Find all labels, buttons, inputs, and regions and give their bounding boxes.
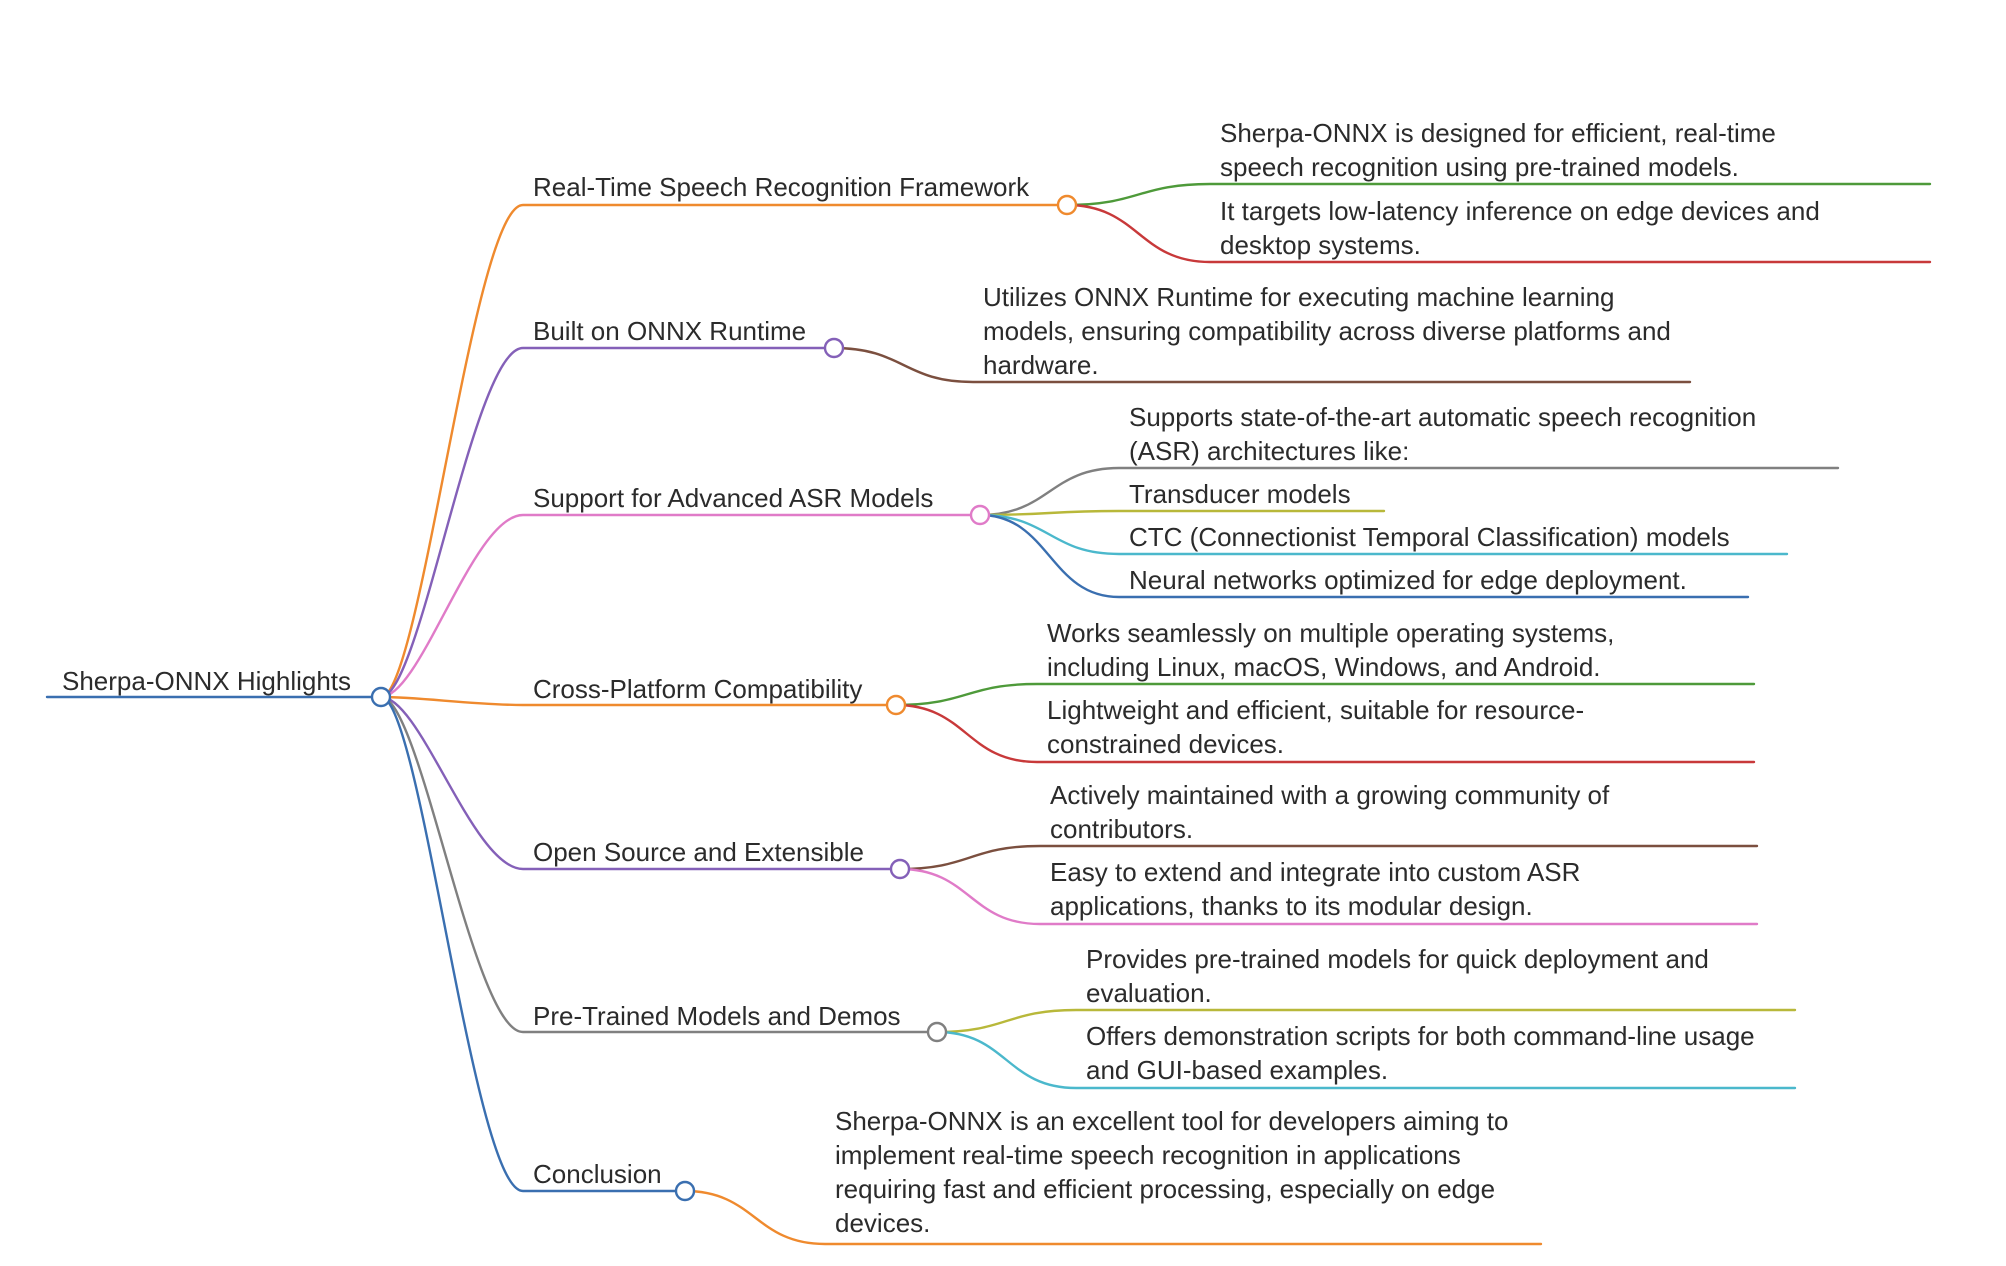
branch-connector [379, 203, 1069, 699]
leaf-lightweight: Lightweight and efficient, suitable for … [1047, 695, 1585, 759]
leaf-neural-networks: Neural networks optimized for edge deplo… [1129, 565, 1687, 595]
leaf-connector [898, 867, 1759, 926]
leaf-connector [978, 513, 1750, 599]
branch-toggle-circle[interactable] [1056, 194, 1078, 216]
branch-toggle-circle[interactable] [889, 858, 911, 880]
branch-toggle-circle[interactable] [926, 1021, 948, 1043]
branch-label-open-source[interactable]: Open Source and Extensible [533, 837, 864, 867]
branch-connector [379, 346, 836, 699]
leaf-connector [1065, 203, 1932, 264]
branch-label-cross-platform[interactable]: Cross-Platform Compatibility [533, 674, 863, 704]
root-toggle-circle[interactable] [370, 686, 392, 708]
branch-label-conclusion[interactable]: Conclusion [533, 1159, 662, 1189]
leaf-connector [978, 466, 1840, 517]
leaf-connector [935, 1030, 1797, 1090]
leaf-connector [894, 682, 1756, 707]
branch-label-advanced-asr[interactable]: Support for Advanced ASR Models [533, 483, 934, 513]
leaf-community: Actively maintained with a growing commu… [1050, 780, 1610, 844]
branch-connector [379, 695, 939, 1034]
leaf-demo-scripts: Offers demonstration scripts for both co… [1086, 1021, 1755, 1085]
leaf-onnx-runtime: Utilizes ONNX Runtime for executing mach… [983, 282, 1671, 380]
leaf-connector [935, 1008, 1797, 1034]
branch-label-pretrained[interactable]: Pre-Trained Models and Demos [533, 1001, 901, 1031]
leaf-modular-design: Easy to extend and integrate into custom… [1050, 857, 1581, 921]
leaf-connector [978, 513, 1789, 556]
leaf-transducer: Transducer models [1129, 479, 1351, 509]
leaf-pretrained-models: Provides pre-trained models for quick de… [1086, 944, 1709, 1008]
branch-label-real-time-framework[interactable]: Real-Time Speech Recognition Framework [533, 172, 1030, 202]
leaf-connector [1065, 182, 1932, 207]
branch-toggle-circle[interactable] [674, 1180, 696, 1202]
branch-label-onnx-runtime[interactable]: Built on ONNX Runtime [533, 316, 807, 346]
leaf-connector [832, 346, 1692, 384]
branch-toggle-circle[interactable] [885, 694, 907, 716]
branch-connector [379, 513, 982, 699]
leaf-conclusion: Sherpa-ONNX is an excellent tool for dev… [835, 1106, 1509, 1238]
branch-connector [379, 695, 898, 707]
leaf-low-latency: It targets low-latency inference on edge… [1220, 196, 1820, 260]
leaf-connector [978, 509, 1386, 517]
leaf-asr-architectures: Supports state-of-the-art automatic spee… [1129, 402, 1757, 466]
leaf-ctc: CTC (Connectionist Temporal Classificati… [1129, 522, 1730, 552]
leaf-connector [894, 703, 1756, 764]
branch-toggle-circle[interactable] [969, 504, 991, 526]
branch-toggle-circle[interactable] [823, 337, 845, 359]
root-node-label[interactable]: Sherpa-ONNX Highlights [62, 666, 352, 696]
branch-connector [379, 695, 902, 871]
leaf-realtime-design: Sherpa-ONNX is designed for efficient, r… [1220, 118, 1776, 182]
leaf-connector [683, 1189, 1543, 1246]
branch-connector [379, 695, 687, 1193]
leaf-multiple-os: Works seamlessly on multiple operating s… [1047, 618, 1615, 682]
leaf-connector [898, 844, 1759, 871]
